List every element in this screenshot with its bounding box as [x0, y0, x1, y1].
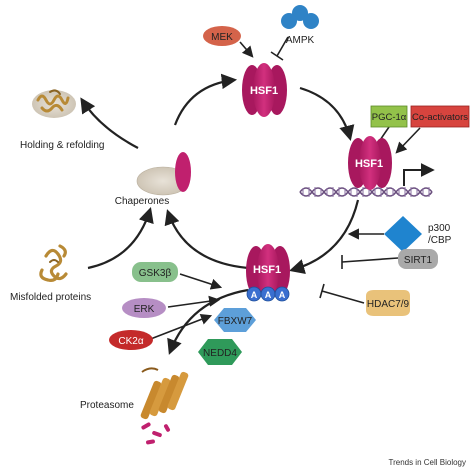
- erk-label: ERK: [134, 304, 155, 315]
- p300-node: p300 /CBP: [384, 216, 452, 252]
- transcription-start-arrow: [403, 163, 435, 186]
- inhibit-hdac-bar: [319, 283, 325, 299]
- arrow-chaperones-to-hsf1-top: [173, 73, 238, 126]
- arrow-coactivators-to-hsf1: [395, 127, 421, 154]
- peptide-fragments: [141, 422, 170, 445]
- proteasome-label: Proteasome: [80, 400, 134, 411]
- pgc1a-node: PGC-1α: [370, 105, 408, 128]
- p300-label-line1: p300: [428, 223, 451, 234]
- mek-label: MEK: [211, 32, 233, 43]
- inhibit-ampk-bar: [270, 51, 284, 61]
- arrow-hsf1-top-to-hsf1-right: [299, 86, 355, 141]
- acetyl-mark-2: A: [265, 290, 272, 300]
- chaperones-label: Chaperones: [115, 196, 169, 207]
- hsf1-top: HSF1: [242, 63, 287, 117]
- acetyl-mark-3: A: [279, 290, 286, 300]
- acetyl-mark-1: A: [251, 290, 258, 300]
- coactivators-label: Co-activators: [412, 112, 468, 123]
- arrow-ck2a-to-hsf1: [147, 314, 213, 341]
- arrow-hsf1-bottom-to-degradation: [167, 288, 249, 355]
- dna-helix: [299, 163, 435, 197]
- inhibit-sirt1-to-hsf1: [341, 257, 399, 263]
- hsf1-bottom: HSF1 A A A: [246, 244, 290, 302]
- ck2a-label: CK2α: [118, 336, 143, 347]
- arrow-mek-to-hsf1: [239, 41, 254, 58]
- arrow-misfolded-to-chaperones: [87, 207, 154, 270]
- ck2a-node: CK2α: [109, 330, 153, 350]
- hsf1-right-label: HSF1: [355, 158, 383, 170]
- coactivators-node: Co-activators: [410, 105, 470, 128]
- arrow-dna-to-hsf1-bottom: [289, 199, 360, 275]
- proteasome-icon: Proteasome: [80, 367, 189, 420]
- inhibit-hdac-to-hsf1: [321, 290, 365, 304]
- sirt1-node: SIRT1: [398, 249, 438, 269]
- gsk3b-label: GSK3β: [139, 268, 172, 279]
- nedd4-label: NEDD4: [203, 348, 237, 359]
- gsk3b-node: GSK3β: [132, 262, 178, 282]
- p300-label-line2: /CBP: [428, 235, 452, 246]
- inhibit-ampk-to-hsf1: [276, 36, 289, 57]
- fbxw7-label: FBXW7: [218, 316, 253, 327]
- holding-refolding-icon: Holding & refolding: [20, 89, 105, 151]
- hsf1-top-label: HSF1: [250, 85, 278, 97]
- hsf1-bottom-label: HSF1: [253, 264, 281, 276]
- fbxw7-node: FBXW7: [214, 308, 256, 332]
- hdac-label: HDAC7/9: [367, 299, 410, 310]
- hsf1-right: HSF1: [348, 136, 392, 190]
- sirt1-label: SIRT1: [404, 255, 433, 266]
- ampk-label: AMPK: [286, 35, 315, 46]
- pgc1a-label: PGC-1α: [372, 112, 407, 123]
- arrow-erk-to-hsf1: [167, 295, 221, 308]
- holding-refolding-label: Holding & refolding: [20, 140, 105, 151]
- erk-node: ERK: [122, 298, 166, 318]
- arrow-chaperones-to-holding: [80, 97, 139, 149]
- acetylation-marks: A A A: [246, 286, 290, 302]
- arrow-hsf1-bottom-to-chaperones: [164, 209, 249, 270]
- hdac-node: HDAC7/9: [366, 290, 410, 316]
- ampk-node: AMPK: [281, 5, 319, 46]
- arrow-gsk3b-to-hsf1: [179, 273, 223, 290]
- chaperones-complex: Chaperones: [115, 152, 191, 207]
- misfolded-protein-icon: Misfolded proteins: [10, 244, 91, 303]
- mek-node: MEK: [203, 26, 241, 46]
- cycle-arrows: [80, 73, 360, 355]
- journal-credit: Trends in Cell Biology: [388, 458, 466, 467]
- misfolded-proteins-label: Misfolded proteins: [10, 292, 91, 303]
- nedd4-node: NEDD4: [198, 339, 242, 365]
